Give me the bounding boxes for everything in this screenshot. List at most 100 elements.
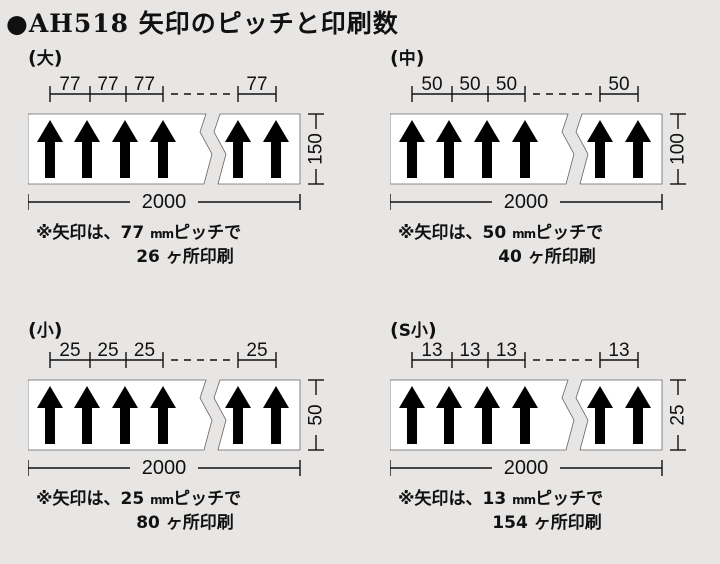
size-label: (中) (390, 47, 425, 69)
height-label: 25 (668, 404, 689, 425)
mm-unit: mm (150, 227, 174, 241)
pitch-label: 25 (134, 340, 155, 361)
pitch-label: 77 (97, 74, 118, 95)
arrow-icon (474, 120, 500, 178)
pitch-label: 25 (246, 340, 267, 361)
height-label: 50 (306, 404, 327, 425)
width-label-bg (130, 458, 198, 478)
diagram: 13 13 13 13 25 2000 (390, 340, 689, 479)
pitch-label: 25 (59, 340, 80, 361)
arrow-icon (263, 120, 289, 178)
arrow-icon (150, 386, 176, 444)
arrow-icon (225, 120, 251, 178)
arrow-icon (625, 120, 651, 178)
height-label-bg (668, 129, 688, 169)
pitch-label: 50 (421, 74, 442, 95)
size-text: 大 (36, 49, 54, 69)
arrow-icon (512, 120, 538, 178)
pitch-label: 50 (496, 74, 517, 95)
pitch-label: 13 (496, 340, 517, 361)
width-label-bg (492, 192, 560, 212)
strip-right (575, 379, 663, 451)
note-suffix: ピッチで (535, 489, 604, 509)
diagram: 25 25 25 25 50 2000 (28, 340, 327, 479)
arrow-icon (436, 120, 462, 178)
pitch-label: 13 (459, 340, 480, 361)
width-label: 2000 (142, 191, 187, 213)
note-prefix: ※矢印は、 (36, 223, 121, 243)
arrow-icon (474, 386, 500, 444)
arrow-icon (150, 120, 176, 178)
note-suffix: ピッチで (173, 223, 242, 243)
print-count: 154 ヶ所印刷 (492, 513, 602, 533)
diagram: 77 77 77 77 150 2000 (28, 74, 327, 213)
print-count: 26 ヶ所印刷 (136, 247, 234, 267)
height-label-bg (306, 129, 326, 169)
pitch-label: 77 (134, 74, 155, 95)
strip-right (575, 113, 663, 185)
print-count: 40 ヶ所印刷 (498, 247, 596, 267)
size-label: (大) (28, 47, 63, 69)
size-text: 小 (36, 321, 54, 341)
arrow-icon (74, 120, 100, 178)
arrow-icon (37, 120, 63, 178)
height-label-bg (306, 395, 326, 435)
diagram: 50 50 50 50 100 2000 (390, 74, 689, 213)
page-title: ●AH518 矢印のピッチと印刷数 (6, 9, 399, 38)
size-label: (小) (28, 319, 63, 341)
width-label: 2000 (142, 457, 187, 479)
pitch-label: 25 (97, 340, 118, 361)
arrow-icon (112, 386, 138, 444)
note-pitch: 13 (482, 489, 507, 509)
pitch-label: 50 (608, 74, 629, 95)
arrow-icon (625, 386, 651, 444)
pitch-label: 77 (246, 74, 267, 95)
note: ※矢印は、25 mmピッチで 80 ヶ所印刷 (28, 488, 328, 535)
height-label: 150 (306, 133, 327, 165)
arrow-icon (512, 386, 538, 444)
height-label-bg (668, 395, 688, 435)
pitch-label: 13 (421, 340, 442, 361)
note-suffix: ピッチで (535, 223, 604, 243)
note: ※矢印は、13 mmピッチで 154 ヶ所印刷 (390, 488, 690, 535)
arrow-icon (587, 386, 613, 444)
pitch-label: 13 (608, 340, 629, 361)
arrow-icon (37, 386, 63, 444)
arrow-icon (112, 120, 138, 178)
width-label-bg (492, 458, 560, 478)
note-suffix: ピッチで (173, 489, 242, 509)
arrow-icon (399, 386, 425, 444)
size-label: (S小) (390, 319, 437, 341)
arrow-icon (587, 120, 613, 178)
mm-unit: mm (150, 493, 174, 507)
note: ※矢印は、50 mmピッチで 40 ヶ所印刷 (390, 222, 690, 269)
note-prefix: ※矢印は、 (36, 489, 121, 509)
width-label: 2000 (504, 191, 549, 213)
note: ※矢印は、77 mmピッチで 26 ヶ所印刷 (28, 222, 328, 269)
size-text: 中 (398, 49, 416, 69)
strip-right (213, 379, 301, 451)
width-label: 2000 (504, 457, 549, 479)
note-pitch: 25 (120, 489, 145, 509)
mm-unit: mm (512, 493, 536, 507)
strip-right (213, 113, 301, 185)
mm-unit: mm (512, 227, 536, 241)
note-pitch: 50 (482, 223, 507, 243)
size-text: S小 (398, 321, 428, 341)
note-prefix: ※矢印は、 (398, 489, 483, 509)
pitch-label: 77 (59, 74, 80, 95)
height-label: 100 (668, 133, 689, 165)
note-prefix: ※矢印は、 (398, 223, 483, 243)
arrow-icon (74, 386, 100, 444)
note-pitch: 77 (120, 223, 145, 243)
arrow-icon (436, 386, 462, 444)
print-count: 80 ヶ所印刷 (136, 513, 234, 533)
pitch-label: 50 (459, 74, 480, 95)
arrow-icon (225, 386, 251, 444)
arrow-icon (263, 386, 289, 444)
width-label-bg (130, 192, 198, 212)
